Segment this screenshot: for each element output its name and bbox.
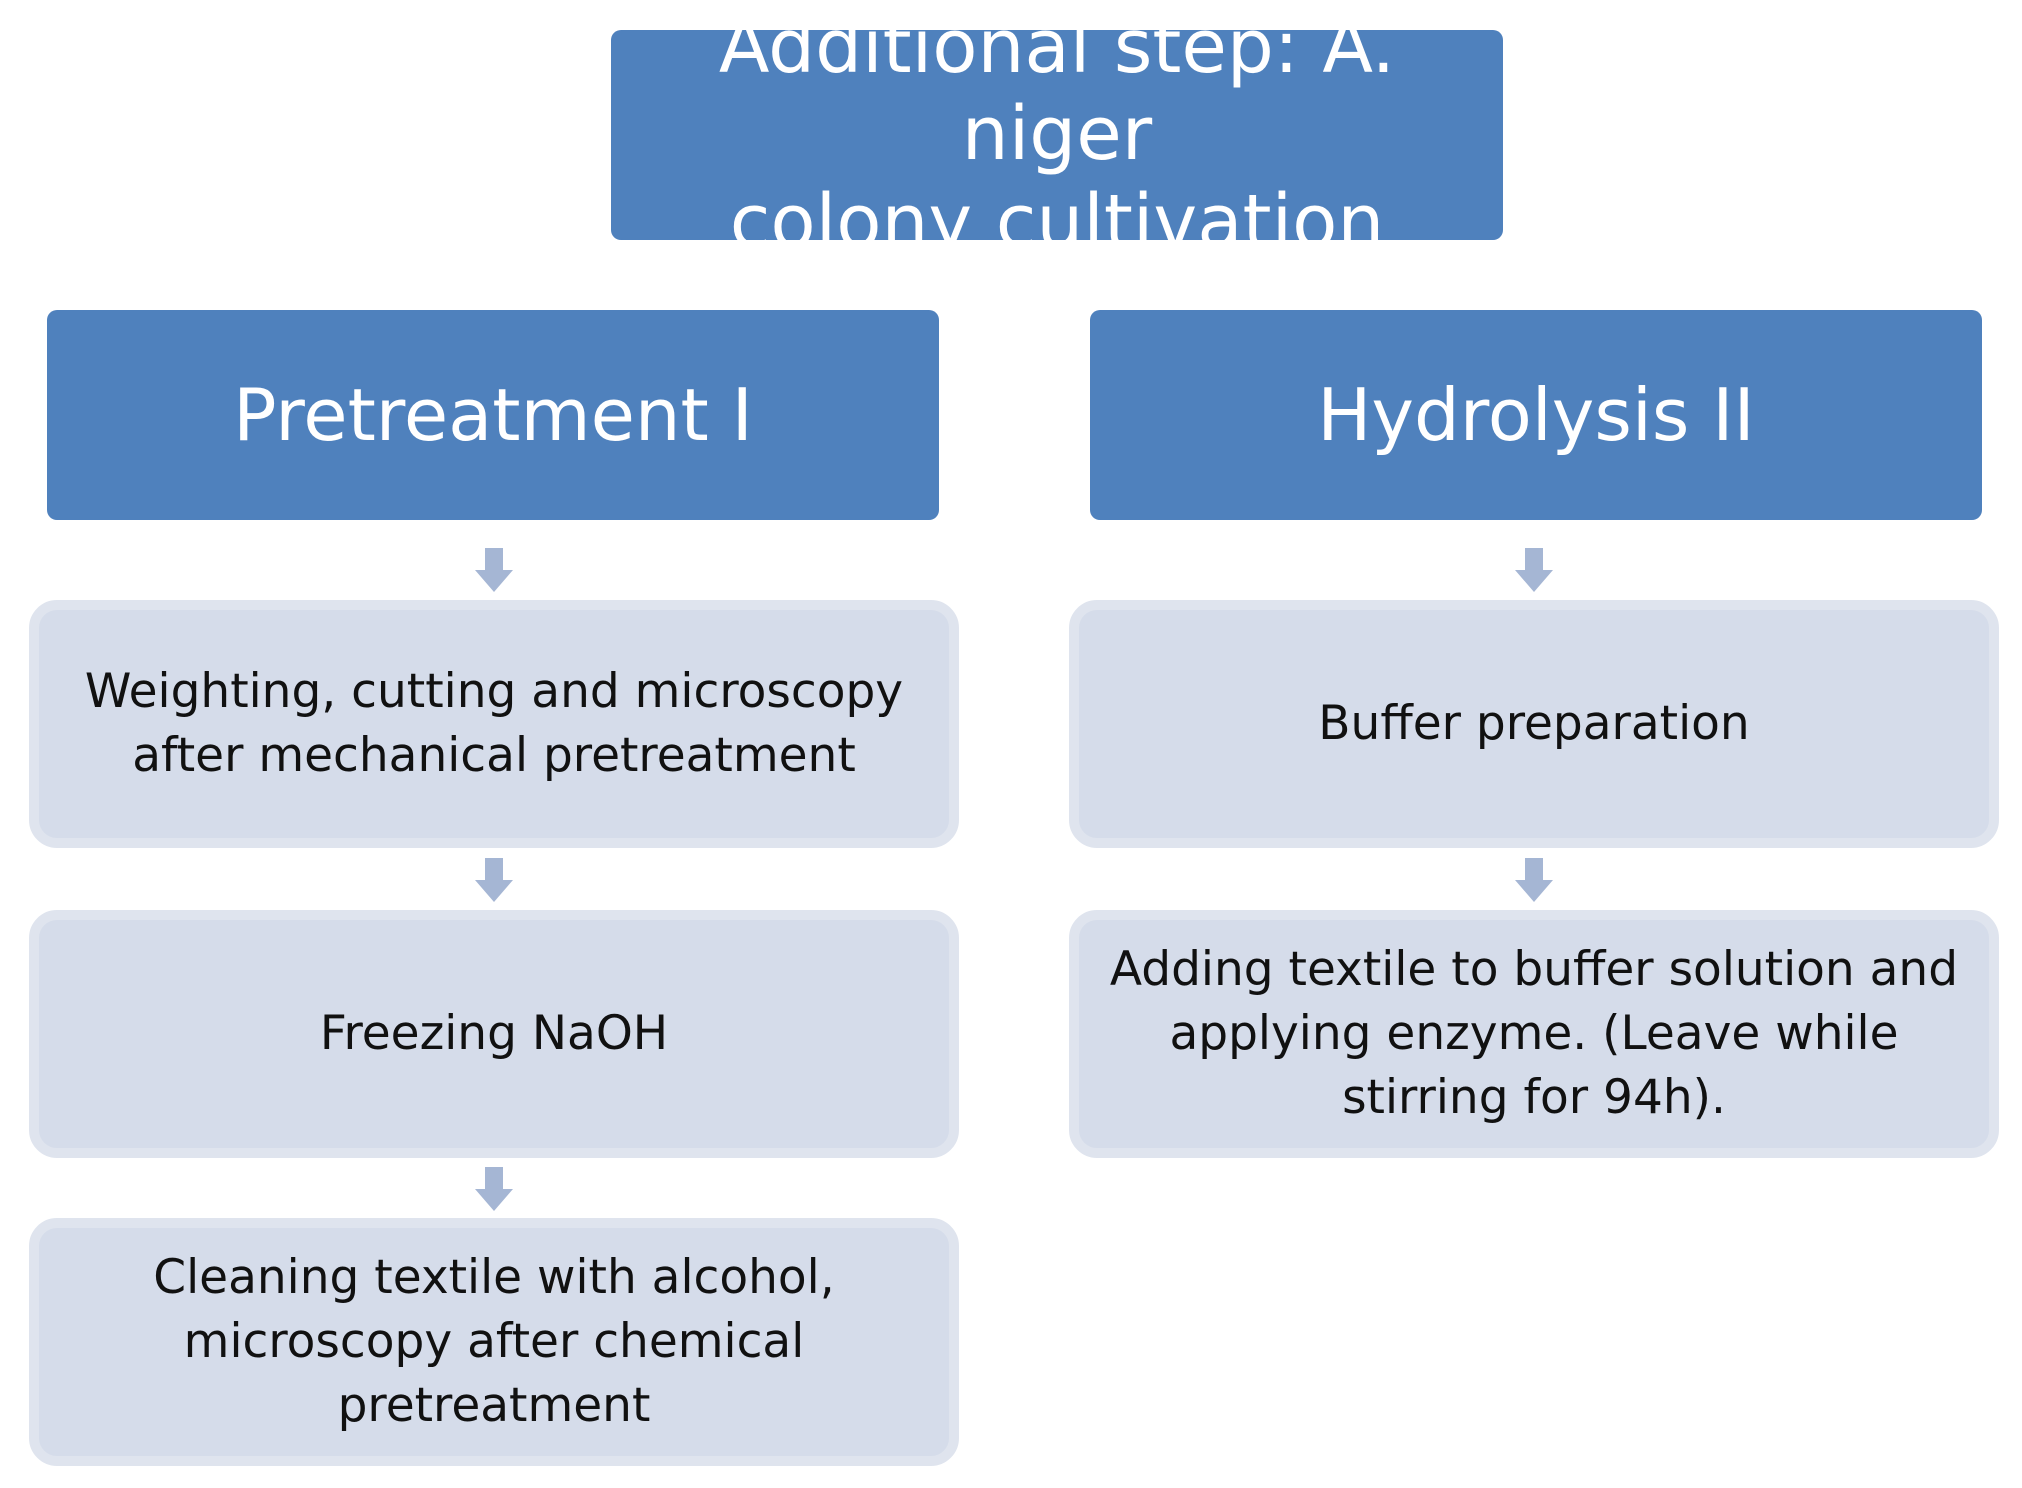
down-arrow-icon bbox=[475, 858, 513, 902]
pretreatment-step-2-text: Freezing NaOH bbox=[319, 1006, 669, 1062]
down-arrow-icon bbox=[1515, 858, 1553, 902]
hydrolysis-step-2: Adding textile to buffer solution and ap… bbox=[1069, 910, 1999, 1158]
pretreatment-step-2: Freezing NaOH bbox=[29, 910, 959, 1158]
down-arrow-icon bbox=[475, 548, 513, 592]
hydrolysis-step-1: Buffer preparation bbox=[1069, 600, 1999, 848]
hydrolysis-title: Hydrolysis II bbox=[1317, 372, 1755, 457]
down-arrow-icon bbox=[1515, 548, 1553, 592]
additional-step-box: Additional step: A. niger colony cultiva… bbox=[611, 4, 1503, 265]
pretreatment-step-1: Weighting, cutting and microscopy after … bbox=[29, 600, 959, 848]
pretreatment-step-3-text: Cleaning textile with alcohol, microscop… bbox=[153, 1250, 835, 1433]
down-arrow-icon bbox=[475, 1167, 513, 1211]
pretreatment-title: Pretreatment I bbox=[233, 372, 753, 457]
pretreatment-step-1-text: Weighting, cutting and microscopy after … bbox=[84, 664, 904, 783]
pretreatment-header: Pretreatment I bbox=[47, 310, 939, 520]
additional-step-title: Additional step: A. niger colony cultiva… bbox=[718, 4, 1396, 265]
hydrolysis-step-1-text: Buffer preparation bbox=[1318, 696, 1750, 752]
pretreatment-step-3: Cleaning textile with alcohol, microscop… bbox=[29, 1218, 959, 1466]
hydrolysis-step-2-text: Adding textile to buffer solution and ap… bbox=[1109, 942, 1959, 1125]
hydrolysis-header: Hydrolysis II bbox=[1090, 310, 1982, 520]
